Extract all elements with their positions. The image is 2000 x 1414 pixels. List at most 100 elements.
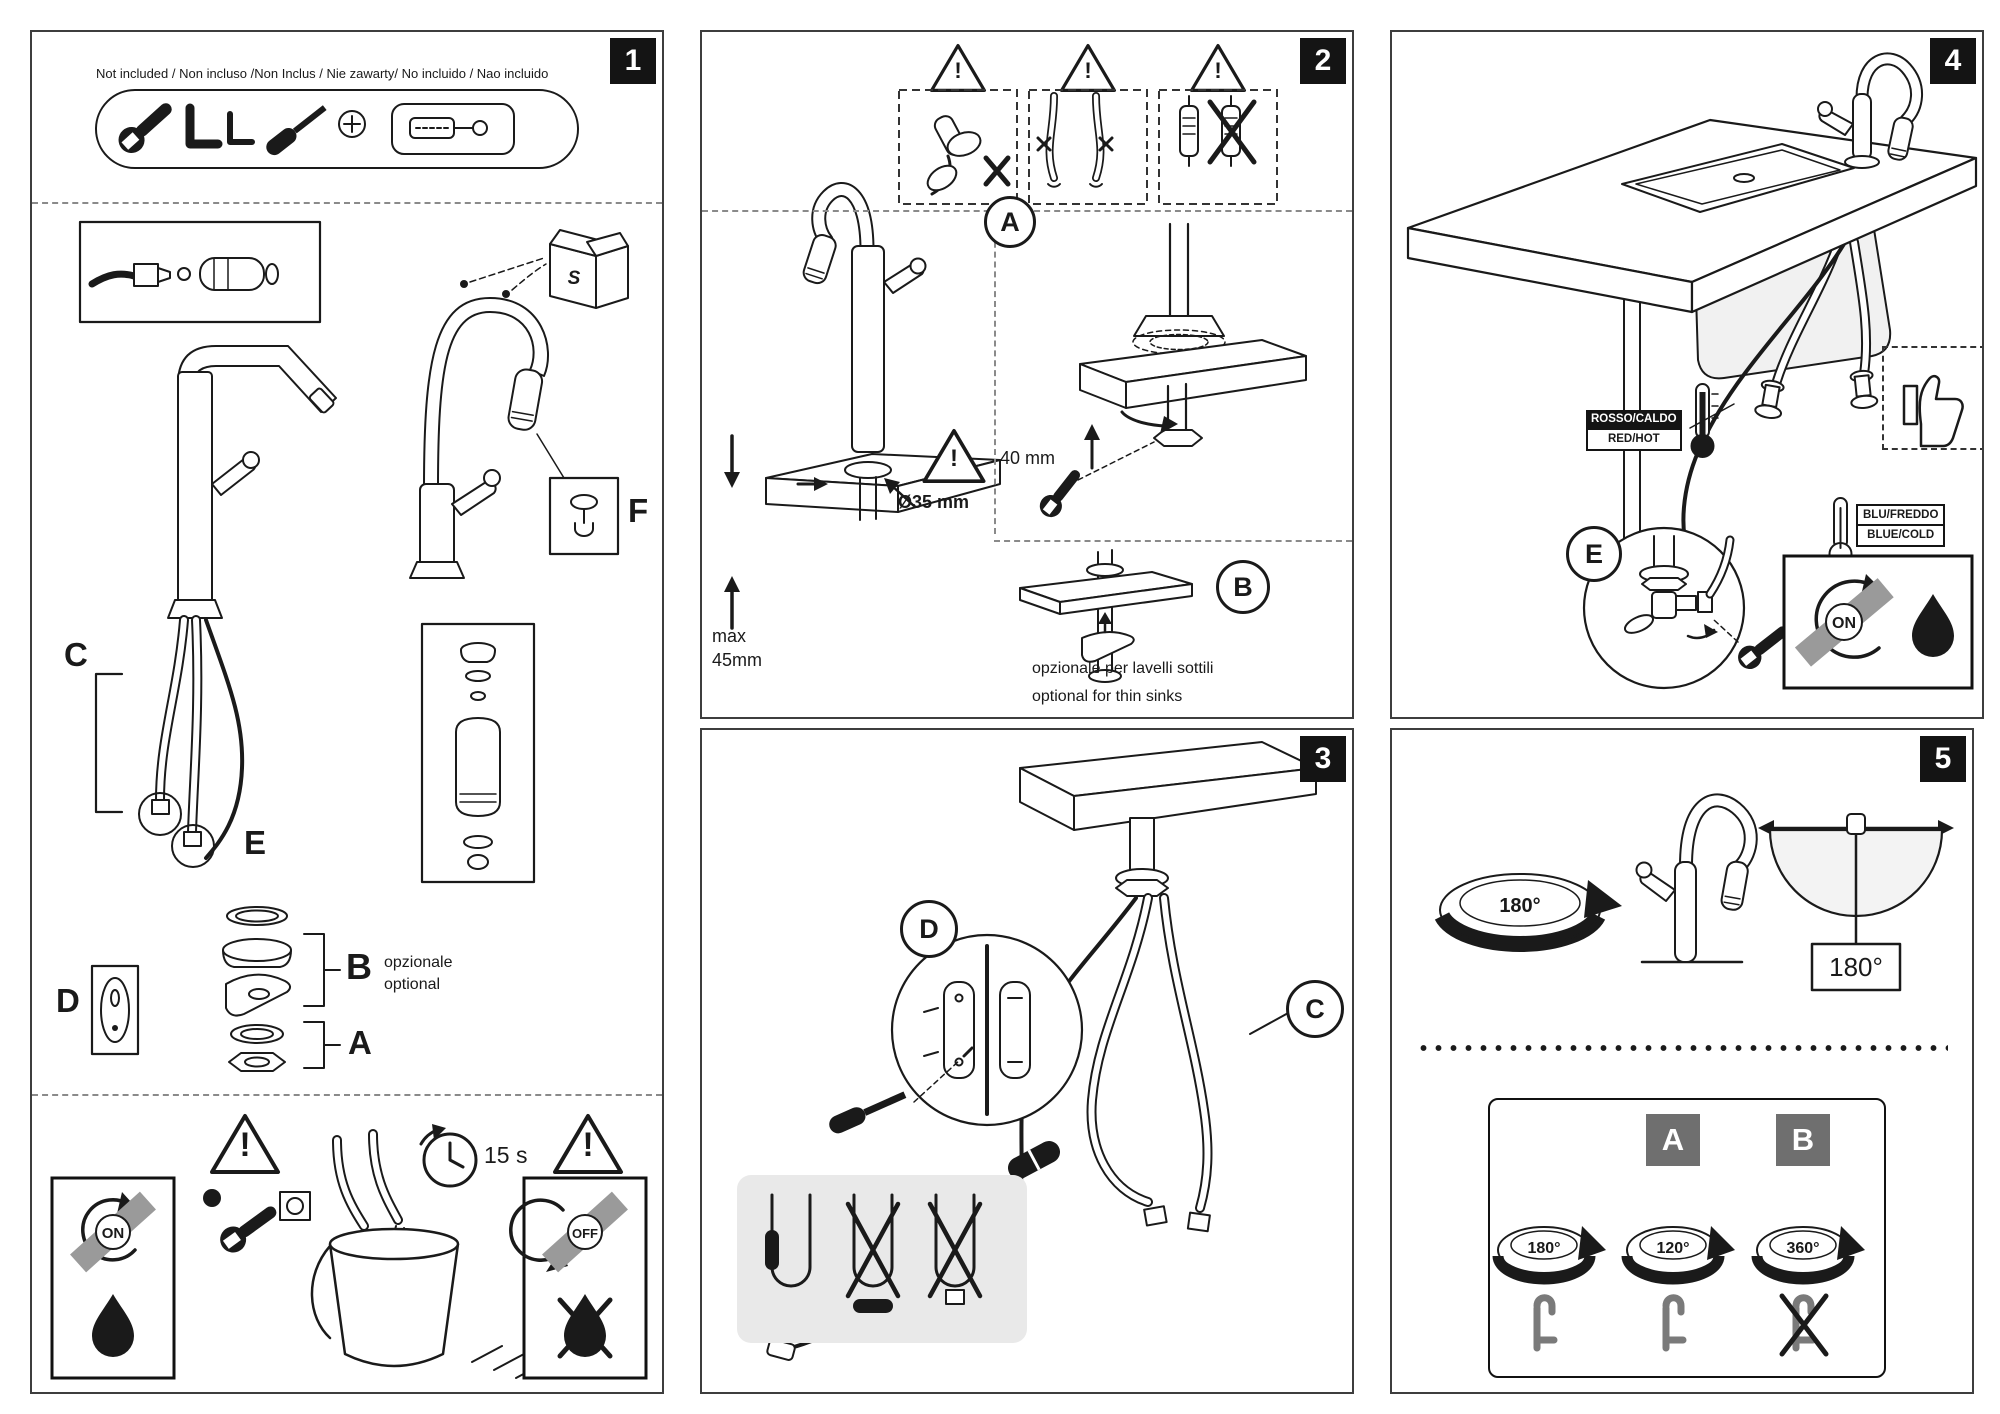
swing-option-b-label: 360°: [1786, 1240, 1819, 1257]
warning-mark: !: [954, 58, 961, 83]
thin-sink-option-illustration: [1019, 549, 1193, 683]
tools-strip: [95, 89, 579, 169]
on-label: ON: [102, 1225, 125, 1242]
faucet-insert-illustration: [724, 182, 1001, 630]
part-d-label: D: [56, 982, 80, 1019]
optional-note-en: optional: [384, 976, 441, 993]
hot-leader-line: [1689, 403, 1735, 429]
step-c-circle: C: [1286, 980, 1344, 1038]
hose-loop-wrong-2: [927, 1193, 983, 1305]
swing-default-label: 180°: [1527, 1240, 1560, 1257]
gasket-stack: [222, 906, 341, 1072]
carton-icon: [460, 229, 629, 309]
wrench-step-icon: [203, 1189, 311, 1258]
panel3-artwork: [737, 741, 1317, 1361]
cold-label-en: BLUE/COLD: [1856, 524, 1946, 547]
hose-end-circle: [171, 824, 215, 868]
part-d-box: [90, 964, 140, 1056]
hose-weight: [1007, 1141, 1061, 1179]
panel-1-parts-overview: 1 Not included / Non incluso /Non Inclus…: [30, 30, 664, 1394]
warning-mark: !: [1214, 58, 1221, 83]
swing-options-box: 180° 120° 360° A B: [1488, 1098, 1886, 1378]
thin-sink-note-it: opzionale per lavelli sottili: [1032, 660, 1214, 677]
supply-connection-illustration: [1681, 237, 1879, 552]
fitting-box-icon: [391, 103, 515, 155]
swing-option-a-label: 120°: [1656, 1240, 1689, 1257]
part-c-bracket: [94, 672, 124, 814]
sprayhead-parts-box: [420, 622, 536, 884]
warning-mark: !: [582, 1126, 593, 1164]
swivel-ring-illustration: [1434, 873, 1622, 952]
part-b-label: B: [346, 946, 372, 987]
panel-2-mounting: 2 ! ! !: [700, 30, 1354, 719]
panel5-artwork: 180° 180°: [1434, 793, 1954, 992]
not-allowed-cross: [983, 155, 1011, 187]
part-c-label: C: [64, 636, 88, 673]
quick-connect-detail: [78, 220, 322, 324]
panel1-artwork: S: [50, 89, 648, 1380]
hose-loop-guide: [737, 1175, 1027, 1343]
swing-ring-label: 180°: [1499, 895, 1540, 917]
panel4-artwork: ON: [1406, 52, 1978, 690]
carton-letter: S: [568, 268, 581, 289]
step-d-circle: D: [900, 900, 958, 958]
step-a-circle: A: [984, 196, 1036, 248]
divider: [994, 222, 996, 534]
hot-water-label: ROSSO/CALDO RED/HOT: [1586, 410, 1682, 451]
angle-valve-icon: [1849, 369, 1879, 409]
faucet-high-spout-illustration: [167, 345, 337, 619]
not-allowed-cross: [1207, 99, 1257, 165]
dotted-divider: [1416, 1044, 1948, 1052]
faucet-side-illustration: [1635, 793, 1758, 964]
turn-on-water-box: [1782, 554, 1974, 690]
bracket-icon: [1533, 1294, 1558, 1352]
panel-4-water-connection: 4: [1390, 30, 1984, 719]
phillips-icon: [338, 110, 366, 138]
weight-assembly-detail: [829, 933, 1084, 1134]
divider: [32, 202, 662, 204]
part-e-label: E: [244, 824, 267, 861]
not-included-note: Not included / Non incluso /Non Inclus /…: [96, 66, 549, 81]
no-check-valve-warning: [1179, 95, 1257, 167]
panel-3-hose-weight: 3: [700, 728, 1354, 1394]
angle-valve-icon: [1754, 379, 1785, 419]
warning-mark: !: [239, 1126, 250, 1164]
bracket-icon: [1662, 1294, 1687, 1352]
cold-water-label: BLU/FREDDO BLUE/COLD: [1856, 504, 1946, 547]
option-a-square: A: [1646, 1114, 1700, 1166]
not-allowed-cross: [927, 1201, 983, 1299]
cold-label-it: BLU/FREDDO: [1856, 504, 1946, 525]
screwdriver-icon: [829, 1091, 907, 1134]
faucet-installed-illustration: [1817, 52, 1923, 169]
optional-note-it: opzionale: [384, 954, 453, 971]
faucet-pulldown-illustration: [409, 263, 565, 579]
part-a-label: A: [348, 1024, 372, 1061]
panel-5-swivel-range: 5 180°: [1390, 728, 1974, 1394]
part-f-label: F: [628, 492, 649, 529]
step-4-badge: 4: [1930, 38, 1976, 84]
flush-bucket-illustration: [310, 1129, 547, 1379]
hole-diameter: Ø35 mm: [898, 492, 970, 512]
thin-sink-note-en: optional for thin sinks: [1032, 688, 1183, 705]
divider: [994, 540, 1352, 542]
max-word: max: [712, 626, 747, 646]
no-pull-by-head-warning: [926, 115, 1011, 196]
screwdriver-icon: [266, 105, 327, 156]
step-1-badge: 1: [610, 38, 656, 84]
allen-key-icon: [185, 103, 223, 149]
max-thickness: 45mm: [712, 650, 763, 670]
allen-key-small-icon: [227, 111, 255, 145]
no-water-off-warning: [509, 1176, 648, 1380]
step-3-badge: 3: [1300, 736, 1346, 782]
part-f-box: [548, 476, 620, 556]
under-counter-illustration: [1019, 741, 1317, 897]
swing-options-artwork: 180° 120° 360°: [1490, 1100, 1884, 1357]
mounting-from-top-illustration: [1035, 222, 1307, 522]
hose-end-circle: [138, 792, 182, 836]
step-e-circle: E: [1566, 526, 1622, 582]
not-allowed-cross: [1098, 136, 1114, 152]
not-allowed-cross: [845, 1201, 901, 1299]
no-kink-hose-warning: [1036, 92, 1114, 188]
on-label: ON: [1832, 615, 1856, 632]
